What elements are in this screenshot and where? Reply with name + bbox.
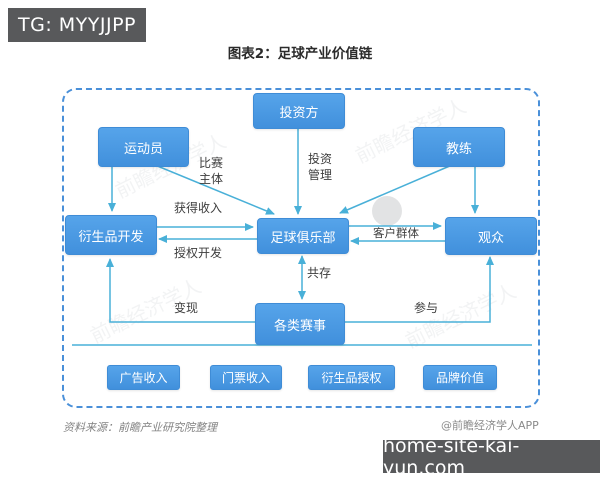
edge-label-monetize: 变现: [173, 301, 198, 315]
credit-note: @前瞻经济学人APP: [441, 419, 539, 432]
node-ticket-revenue: 门票收入: [210, 365, 282, 390]
tg-badge: TG: MYYJJPP: [8, 8, 146, 42]
node-football-club: 足球俱乐部: [257, 218, 349, 254]
edge-label-customer-group: 客户群体: [373, 226, 419, 240]
chart-title: 图表2：足球产业价值链: [227, 46, 373, 62]
node-audience: 观众: [445, 217, 537, 255]
node-athlete: 运动员: [98, 127, 189, 167]
node-brand-value: 品牌价值: [423, 365, 497, 390]
edge-label-earn-income: 获得收入: [173, 201, 222, 215]
node-derivatives-development: 衍生品开发: [65, 215, 157, 255]
edge-label-participate: 参与: [413, 301, 438, 315]
node-events: 各类赛事: [255, 303, 345, 345]
source-note: 资料来源：前瞻产业研究院整理: [63, 421, 217, 434]
node-ad-revenue: 广告收入: [107, 365, 180, 390]
node-derivative-licensing: 衍生品授权: [308, 365, 395, 390]
site-url-badge: home-site-kai-yun.com: [383, 435, 600, 479]
node-coach: 教练: [413, 127, 505, 167]
diagram-dashed-frame: [62, 88, 540, 408]
edge-label-coexist: 共存: [307, 266, 332, 280]
edge-label-match-subject: 比赛 主体: [198, 156, 223, 186]
edge-label-licensed-development: 授权开发: [173, 246, 222, 260]
edge-label-investment-management: 投资 管理: [308, 152, 333, 182]
node-investor: 投资方: [253, 93, 345, 129]
